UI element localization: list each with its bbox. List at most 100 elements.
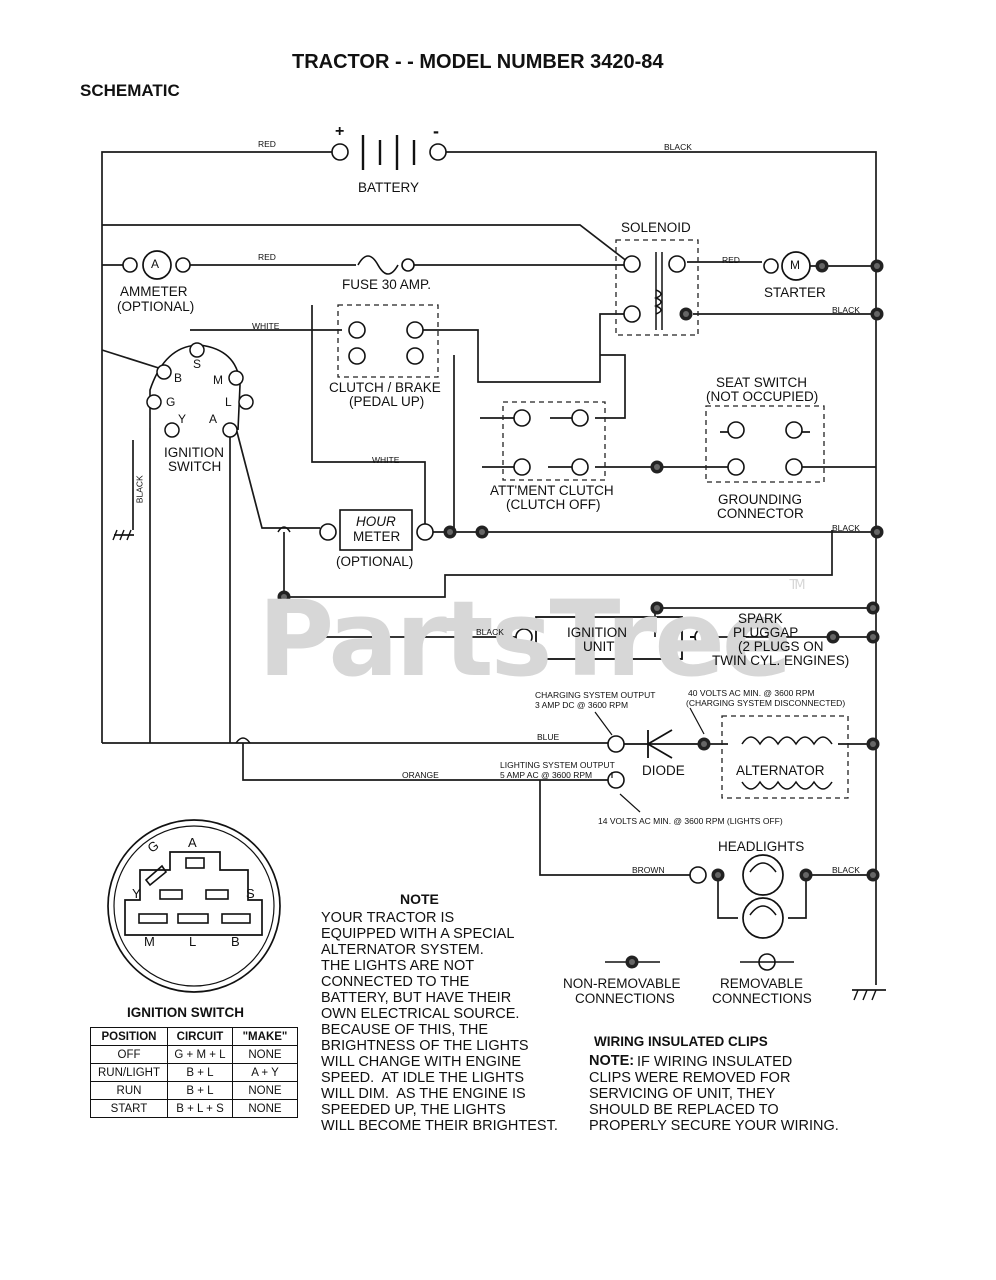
ignition-switch-table-title: IGNITION SWITCH xyxy=(127,1005,244,1020)
table-row: START B + L + S NONE xyxy=(90,1099,298,1118)
diagram-terminal-s: S xyxy=(246,886,255,901)
terminal-l: L xyxy=(225,395,232,409)
battery-plus-sign: + xyxy=(335,123,345,140)
headlights-label: HEADLIGHTS xyxy=(718,839,805,854)
ignition-switch-table: POSITION CIRCUIT "MAKE" OFF G + M + L NO… xyxy=(90,1027,298,1118)
table-cell: A + Y xyxy=(232,1063,298,1082)
seat-switch-label: SEAT SWITCH xyxy=(716,375,808,390)
attmt-clutch-sub-label: (CLUTCH OFF) xyxy=(506,497,601,512)
grounding-connector-label-2: CONNECTOR xyxy=(717,506,804,521)
clutch-brake-sub-label: (PEDAL UP) xyxy=(349,394,425,409)
table-cell: B + L xyxy=(167,1081,233,1100)
table-header: POSITION xyxy=(90,1027,168,1046)
volts-40-label: 40 VOLTS AC MIN. @ 3600 RPM xyxy=(688,688,815,698)
spark-label-3: (2 PLUGS ON xyxy=(738,639,824,654)
non-removable-label-2: CONNECTIONS xyxy=(575,991,675,1006)
wire-label-brown: BROWN xyxy=(632,865,665,875)
wire-label-black: BLACK xyxy=(134,475,145,504)
ignition-unit-label-2: UNIT xyxy=(583,639,615,654)
ammeter-optional-label: (OPTIONAL) xyxy=(117,299,195,314)
diagram-terminal-y: Y xyxy=(132,886,141,901)
watermark: PartsTreeTM xyxy=(258,578,806,700)
alternator-label: ALTERNATOR xyxy=(736,763,825,778)
solenoid-label: SOLENOID xyxy=(621,220,691,235)
table-header: CIRCUIT xyxy=(167,1027,233,1046)
table-cell: NONE xyxy=(232,1045,298,1064)
table-row: RUN B + L NONE xyxy=(90,1081,298,1100)
battery-minus-sign: - xyxy=(433,121,439,141)
table-cell: B + L xyxy=(167,1063,233,1082)
table-header-row: POSITION CIRCUIT "MAKE" xyxy=(90,1027,298,1046)
note-body: YOUR TRACTOR IS EQUIPPED WITH A SPECIAL … xyxy=(321,910,558,1134)
battery-label: BATTERY xyxy=(358,180,420,195)
ignition-switch-label-1: IGNITION xyxy=(164,445,224,460)
wire-label-black: BLACK xyxy=(832,305,860,315)
hour-meter-label-2: METER xyxy=(353,529,401,544)
lighting-output-label: LIGHTING SYSTEM OUTPUT xyxy=(500,760,615,770)
table-cell: NONE xyxy=(232,1099,298,1118)
section-title: SCHEMATIC xyxy=(80,81,180,100)
removable-label-1: REMOVABLE xyxy=(720,976,804,991)
terminal-b: B xyxy=(174,371,183,385)
wire-label-orange: ORANGE xyxy=(402,770,439,780)
starter-symbol: M xyxy=(790,258,800,272)
diode-label: DIODE xyxy=(642,763,685,778)
page-title: TRACTOR - - MODEL NUMBER 3420-84 xyxy=(292,51,664,73)
table-cell: B + L + S xyxy=(167,1099,233,1118)
spark-label-2: PLUGGAP xyxy=(733,625,799,640)
wire-label-red: RED xyxy=(722,255,740,265)
clips-note-lead: NOTE: xyxy=(589,1053,635,1069)
table-cell: START xyxy=(90,1099,168,1118)
clips-note-title: WIRING INSULATED CLIPS xyxy=(594,1034,768,1049)
wire-label-black: BLACK xyxy=(832,523,860,533)
non-removable-label-1: NON-REMOVABLE xyxy=(563,976,681,991)
charging-output-value: 3 AMP DC @ 3600 RPM xyxy=(535,700,629,710)
wire-label-white: WHITE xyxy=(372,455,400,465)
table-cell: NONE xyxy=(232,1081,298,1100)
hour-meter-label-1: HOUR xyxy=(356,514,396,529)
fuse-label: FUSE 30 AMP. xyxy=(342,277,432,292)
attmt-clutch-label: ATT'MENT CLUTCH xyxy=(490,483,614,498)
note-title: NOTE xyxy=(400,891,439,907)
diagram-terminal-a: A xyxy=(188,835,197,850)
terminal-m: M xyxy=(213,373,223,387)
spark-label-1: SPARK xyxy=(738,611,783,626)
wire-label-black: BLACK xyxy=(832,865,860,875)
clips-note-body: IF WIRING INSULATED CLIPS WERE REMOVED F… xyxy=(589,1054,839,1134)
diagram-terminal-b: B xyxy=(231,934,240,949)
table-cell: G + M + L xyxy=(167,1045,233,1064)
diagram-terminal-m: M xyxy=(144,934,155,949)
ammeter-symbol: A xyxy=(151,257,160,271)
table-header: "MAKE" xyxy=(232,1027,298,1046)
wire-label-black: BLACK xyxy=(664,142,692,152)
seat-switch-sub-label: (NOT OCCUPIED) xyxy=(706,389,819,404)
wire-label-blue: BLUE xyxy=(537,732,560,742)
table-row: OFF G + M + L NONE xyxy=(90,1045,298,1064)
wire-label-red: RED xyxy=(258,252,276,262)
clutch-brake-label: CLUTCH / BRAKE xyxy=(329,380,441,395)
charging-output-label: CHARGING SYSTEM OUTPUT xyxy=(535,690,656,700)
table-cell: RUN xyxy=(90,1081,168,1100)
table-cell: RUN/LIGHT xyxy=(90,1063,168,1082)
wire-label-red: RED xyxy=(258,139,276,149)
wire-label-white: WHITE xyxy=(252,321,280,331)
ignition-switch-label-2: SWITCH xyxy=(168,459,222,474)
wire-label-black: BLACK xyxy=(476,627,504,637)
ammeter-label: AMMETER xyxy=(120,284,188,299)
volts-14-label: 14 VOLTS AC MIN. @ 3600 RPM (LIGHTS OFF) xyxy=(598,816,783,826)
table-row: RUN/LIGHT B + L A + Y xyxy=(90,1063,298,1082)
terminal-g: G xyxy=(166,395,176,409)
lighting-output-value: 5 AMP AC @ 3600 RPM xyxy=(500,770,593,780)
terminal-a: A xyxy=(209,412,218,426)
grounding-connector-label-1: GROUNDING xyxy=(718,492,802,507)
removable-label-2: CONNECTIONS xyxy=(712,991,812,1006)
volts-40-sub-label: (CHARGING SYSTEM DISCONNECTED) xyxy=(686,698,846,708)
spark-label-4: TWIN CYL. ENGINES) xyxy=(712,653,850,668)
hour-meter-optional-label: (OPTIONAL) xyxy=(336,554,414,569)
terminal-y: Y xyxy=(178,412,187,426)
terminal-s: S xyxy=(193,357,202,371)
diagram-terminal-l: L xyxy=(189,934,197,949)
ignition-unit-label-1: IGNITION xyxy=(567,625,627,640)
table-cell: OFF xyxy=(90,1045,168,1064)
starter-label: STARTER xyxy=(764,285,826,300)
